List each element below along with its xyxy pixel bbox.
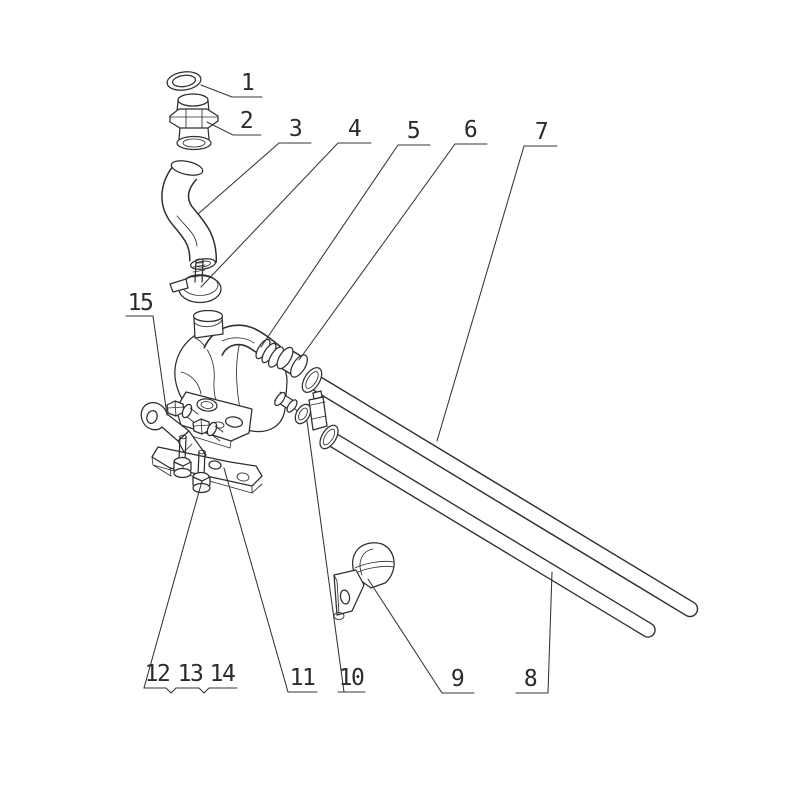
callout-6: 6 (464, 117, 477, 143)
part-seal-ring (166, 71, 202, 91)
callout-labels: 1 2 3 4 5 6 7 8 9 10 11 12 13 14 15 (128, 70, 550, 692)
leader-line-4 (200, 142, 372, 288)
leader-line-9 (367, 578, 475, 694)
callout-9: 9 (451, 666, 464, 692)
bracket-screw-lower (192, 418, 224, 442)
callout-4: 4 (348, 116, 361, 142)
callout-15: 15 (128, 290, 153, 316)
part-outlet-connector (276, 346, 308, 378)
leader-line-11 (223, 467, 318, 693)
callout-1: 1 (241, 70, 254, 96)
stud-bolt-right (192, 449, 211, 494)
part-hose-clamp (169, 258, 222, 304)
leader-line-1 (200, 84, 263, 98)
part-fuel-pipe-upper (301, 367, 699, 618)
part-connector-fitting (169, 93, 219, 151)
callout-5: 5 (407, 118, 419, 144)
callout-7: 7 (535, 119, 548, 145)
part-inlet-hose (161, 160, 217, 270)
callout-3: 3 (289, 116, 302, 142)
part-outlet-clamp (255, 338, 285, 368)
callout-13: 13 (178, 661, 203, 687)
leader-line-8 (515, 571, 553, 694)
callout-14: 14 (210, 661, 235, 687)
leader-line-2 (206, 121, 262, 136)
part-stud-bolt-set (173, 434, 211, 494)
bracket-screw-upper (166, 400, 199, 424)
leader-line-3 (197, 142, 312, 215)
leader-line-15 (125, 315, 168, 416)
leader-line-7 (436, 145, 558, 442)
part-fuel-pipe-lower (319, 424, 656, 638)
callout-2: 2 (240, 108, 252, 134)
callout-10: 10 (339, 665, 364, 691)
part-drain-clip (294, 390, 328, 431)
stud-bolt-left (173, 434, 192, 479)
leader-line-10 (306, 420, 366, 693)
leader-line-12-13-14 (143, 480, 238, 694)
part-pipe-clamp-bracket (333, 542, 395, 620)
callout-12: 12 (145, 661, 170, 687)
leader-lines (125, 84, 558, 694)
part-support-bracket (140, 400, 224, 465)
leader-line-5 (260, 144, 431, 348)
callout-8: 8 (524, 666, 537, 692)
callout-11: 11 (290, 665, 315, 691)
leader-line-6 (298, 143, 488, 361)
pump-drain-fitting (274, 391, 301, 414)
